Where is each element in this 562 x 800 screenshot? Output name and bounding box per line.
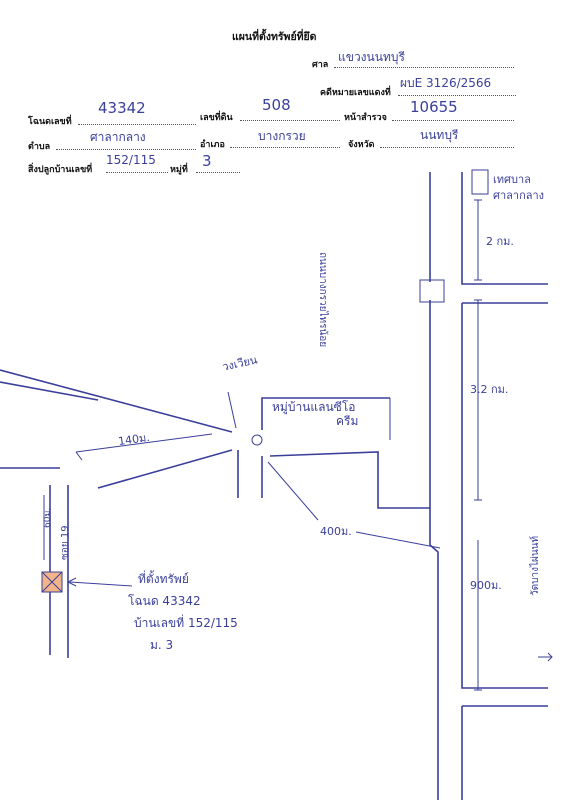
municipality-marker	[471, 169, 489, 195]
house-underline	[106, 172, 168, 173]
district-value: บางกรวย	[258, 129, 306, 143]
soi-19-road	[49, 485, 69, 658]
property-label-1: ที่ตั้งทรัพย์	[138, 572, 189, 586]
moo-underline	[196, 172, 240, 173]
temple-label: วัดบางไผ่นนท์	[530, 535, 541, 596]
survey-value: 10655	[410, 98, 458, 116]
land-no-label: เลขที่ดิน	[200, 113, 233, 123]
property-label-3: บ้านเลขที่ 152/115	[134, 616, 238, 630]
district-underline	[230, 147, 340, 148]
survey-label: หน้าสำรวจ	[344, 113, 387, 123]
case-label: คดีหมายเลขแดงที่	[320, 88, 391, 98]
land-no-underline	[240, 120, 340, 121]
province-underline	[380, 147, 514, 148]
municipality-label-1: เทศบาล	[493, 173, 531, 186]
village-label-2: ครีม	[336, 414, 359, 428]
roundabout-circle	[251, 434, 263, 446]
moo-label: หมู่ที่	[170, 165, 188, 175]
land-no-value: 508	[262, 96, 291, 114]
deed-underline	[78, 124, 196, 125]
distance-3-2km: 3.2 กม.	[470, 383, 509, 396]
soi-label: ซอย 19	[60, 525, 71, 560]
main-road	[429, 172, 548, 800]
moo-value: 3	[202, 152, 212, 170]
property-label-2: โฉนด 43342	[128, 594, 201, 608]
village-road	[237, 397, 430, 509]
case-underline	[398, 95, 516, 96]
village-label-1: หมู่บ้านแลนซีโอ	[272, 400, 356, 414]
province-label: จังหวัด	[348, 140, 375, 150]
subdistrict-value: ศาลากลาง	[90, 130, 146, 144]
house-value: 152/115	[106, 153, 156, 167]
deed-value: 43342	[98, 99, 146, 117]
roadside-plot	[419, 279, 445, 303]
left-road	[0, 369, 233, 489]
province-value: นนทบุรี	[420, 128, 459, 142]
case-value: ผบE 3126/2566	[400, 76, 492, 90]
subdistrict-label: ตำบล	[28, 142, 51, 152]
house-label: สิ่งปลูกบ้านเลขที่	[28, 165, 93, 175]
court-label: ศาล	[312, 60, 329, 70]
district-label: อำเภอ	[200, 140, 225, 150]
court-underline	[334, 67, 514, 68]
main-road-label: ถนนบางกรวยไทรน้อย	[317, 252, 328, 348]
page-title: แผนที่ตั้งทรัพย์ที่ยึด	[232, 31, 317, 43]
deed-label: โฉนดเลขที่	[28, 117, 72, 127]
court-value: แขวงนนทบุรี	[338, 50, 405, 64]
dimension-lines	[43, 199, 553, 691]
distance-900m: 900ม.	[470, 579, 502, 592]
distance-60m: 60ม.	[43, 507, 53, 528]
survey-underline	[392, 120, 514, 121]
property-label-4: ม. 3	[150, 638, 174, 652]
municipality-label-2: ศาลากลาง	[493, 189, 545, 202]
distance-400m: 400ม.	[320, 525, 352, 538]
distance-2km: 2 กม.	[486, 235, 514, 248]
subdistrict-underline	[56, 149, 196, 150]
